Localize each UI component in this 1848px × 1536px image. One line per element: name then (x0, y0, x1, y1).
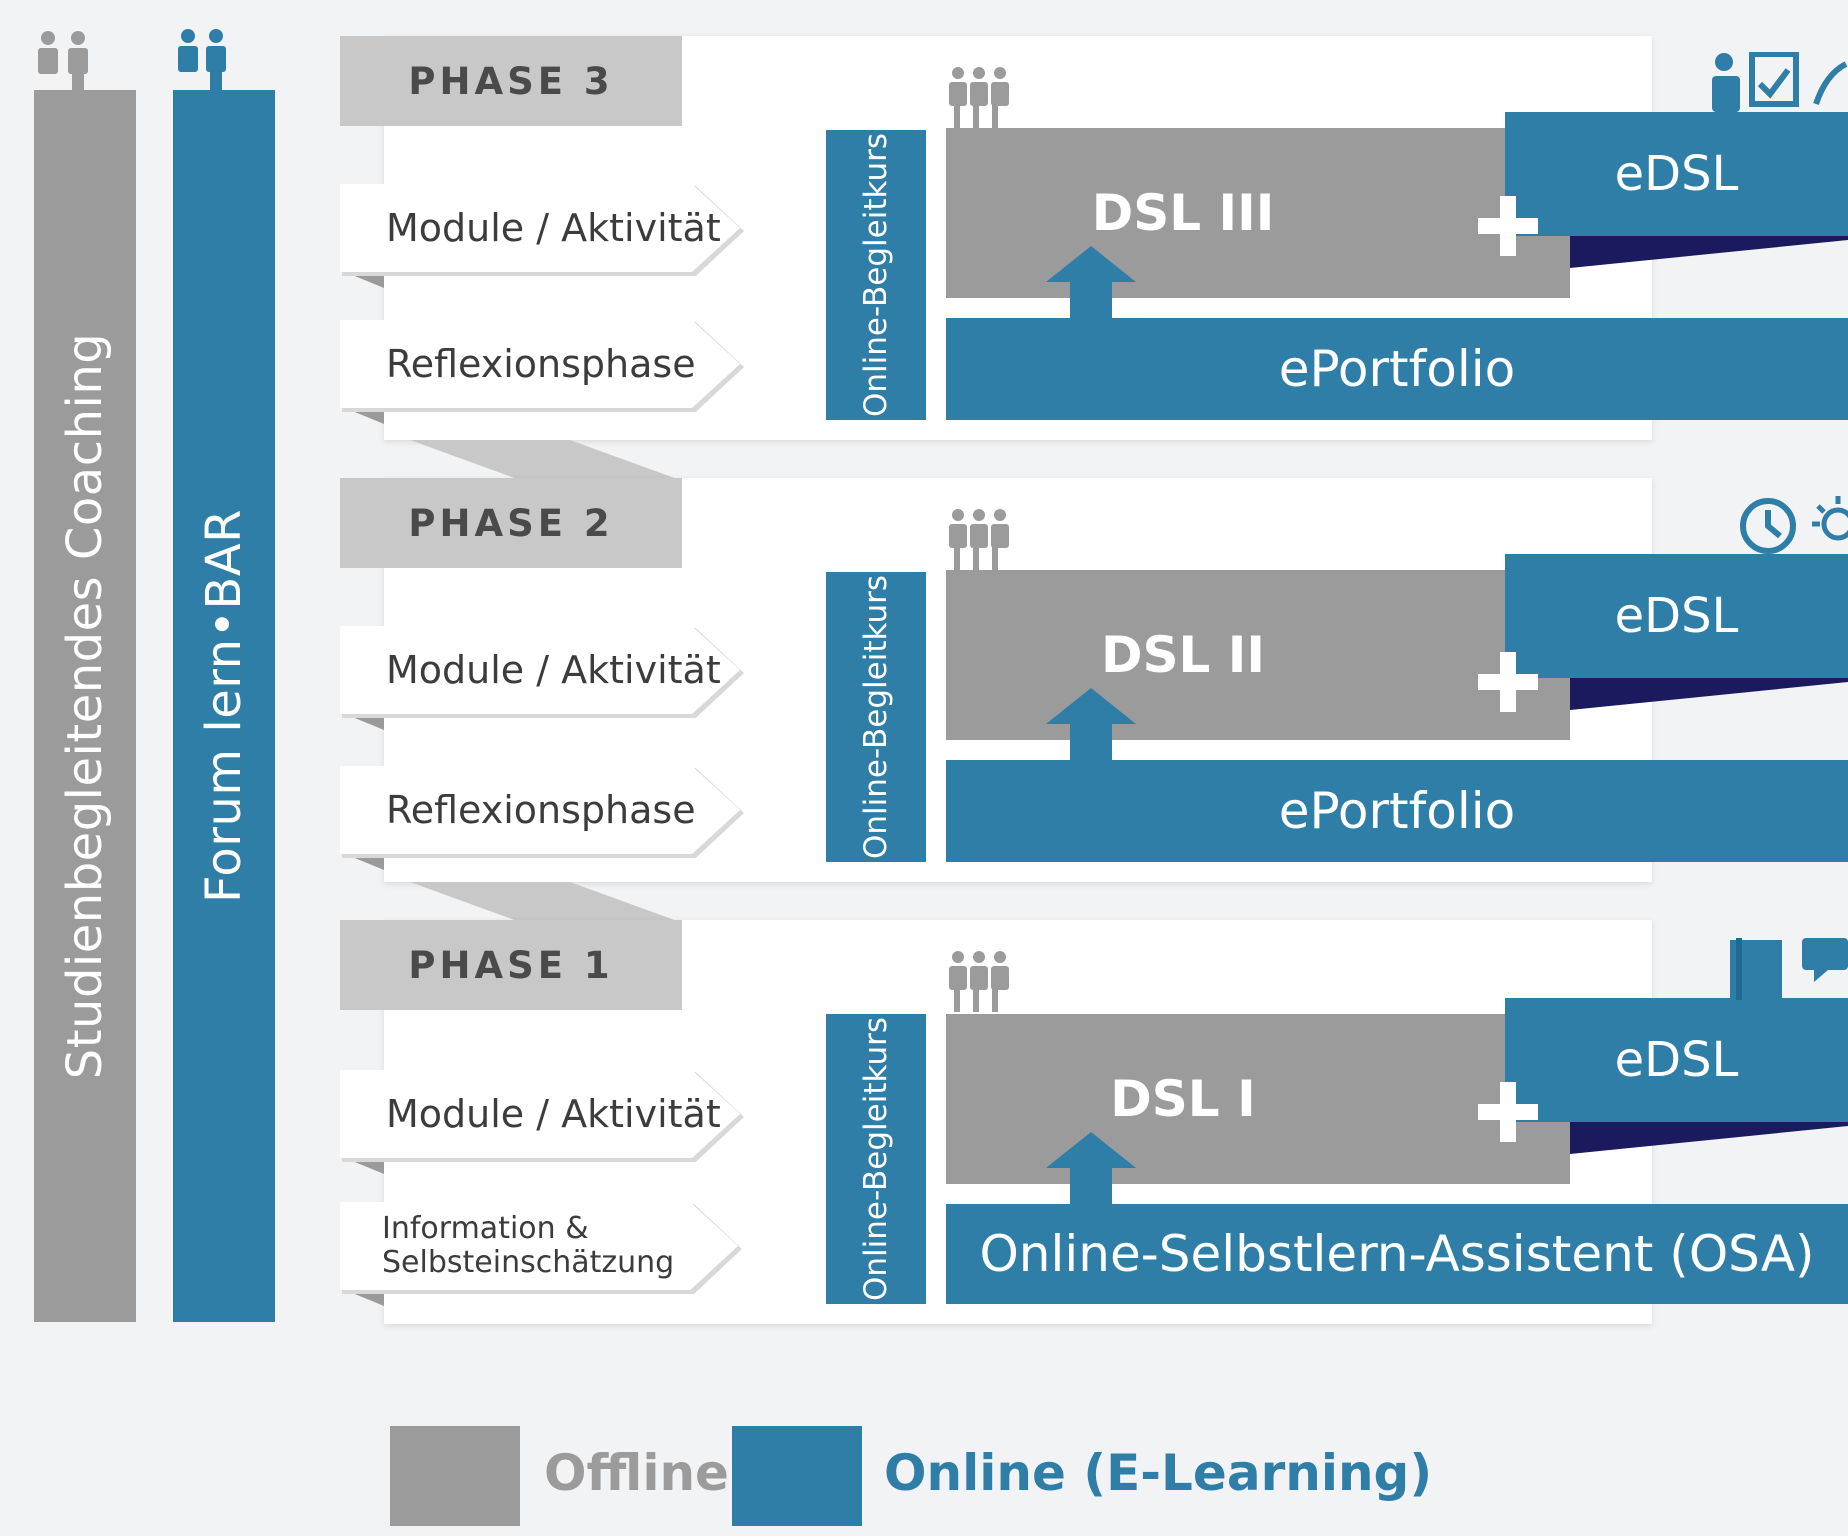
group-icon (949, 951, 1009, 1012)
phase-3-edsl: eDSL (1505, 112, 1848, 236)
online-course-label: Online-Begleitkurs (858, 1016, 894, 1302)
online-course-label: Online-Begleitkurs (858, 132, 894, 418)
phase-1-module-tag: Module / Aktivität (340, 1070, 740, 1158)
people-icon (178, 29, 226, 92)
forum-pillar: Forum lern•BAR (173, 90, 275, 1322)
lightbulb-icon (1812, 496, 1848, 541)
edsl-shadow-wedge (1570, 678, 1848, 710)
phase-3-online-course: Online-Begleitkurs (826, 130, 926, 420)
legend-online-swatch (732, 1426, 862, 1526)
phase-1-edsl: eDSL (1505, 998, 1848, 1122)
phase-1-bottom-bar: Online-Selbstlern-Assistent (OSA) (946, 1204, 1848, 1304)
phase-1-online-course: Online-Begleitkurs (826, 1014, 926, 1304)
online-course-label: Online-Begleitkurs (858, 574, 894, 860)
phase-2-edsl: eDSL (1505, 554, 1848, 678)
up-arrow-icon (1046, 1132, 1136, 1206)
clock-icon (1740, 498, 1796, 554)
phase-connector (410, 440, 680, 480)
book-icon (1730, 938, 1782, 1000)
plus-icon (1478, 652, 1538, 712)
phase-1-info-tag: Information & Selbsteinschätzung (340, 1202, 738, 1290)
legend-online-label: Online (E-Learning) (884, 1444, 1433, 1502)
phase-3-dsl: DSL III (946, 128, 1570, 298)
coaching-pillar: Studienbegleitendes Coaching (34, 90, 136, 1322)
phase-3-reflexion-tag: Reflexionsphase (340, 320, 740, 408)
phase-1-title: PHASE 1 (340, 920, 682, 1010)
phase-2-title: PHASE 2 (340, 478, 682, 568)
presenter-icon (1712, 52, 1848, 112)
forum-pillar-label: Forum lern•BAR (196, 508, 252, 904)
up-arrow-icon (1046, 688, 1136, 762)
edsl-shadow-wedge (1570, 236, 1848, 268)
phase-2-dsl: DSL II (946, 570, 1570, 740)
phase-connector (410, 882, 680, 922)
chat-icon (1802, 938, 1848, 982)
legend-offline-label: Offline (544, 1444, 729, 1502)
phase-3-title: PHASE 3 (340, 36, 682, 126)
group-icon (949, 67, 1009, 128)
plus-icon (1478, 196, 1538, 256)
group-icon (949, 509, 1009, 570)
phase-3-bottom-bar: ePortfolio (946, 318, 1848, 420)
people-icon (38, 31, 88, 90)
up-arrow-icon (1046, 246, 1136, 320)
info-tag-line-2: Selbsteinschätzung (382, 1245, 675, 1280)
phase-2-reflexion-tag: Reflexionsphase (340, 766, 740, 854)
phase-2-bottom-bar: ePortfolio (946, 760, 1848, 862)
phase-2-module-tag: Module / Aktivität (340, 626, 740, 714)
legend-offline-swatch (390, 1426, 520, 1526)
coaching-pillar-label: Studienbegleitendes Coaching (57, 332, 113, 1080)
phase-1-dsl: DSL I (946, 1014, 1570, 1184)
edsl-shadow-wedge (1570, 1122, 1848, 1154)
phase-2-online-course: Online-Begleitkurs (826, 572, 926, 862)
phase-3-module-tag: Module / Aktivität (340, 184, 740, 272)
info-tag-line-1: Information & (382, 1211, 589, 1246)
plus-icon (1478, 1082, 1538, 1142)
